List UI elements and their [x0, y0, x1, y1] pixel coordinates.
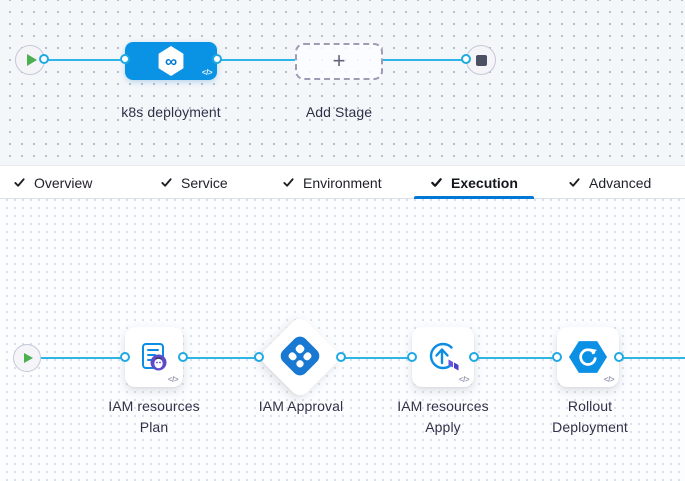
- step-label: IAM resources Plan: [108, 398, 200, 435]
- terraform-plan-icon: [142, 343, 167, 371]
- infinity-glyph: ∞: [164, 51, 178, 71]
- connector-dot: [212, 54, 222, 64]
- add-stage-button[interactable]: +: [295, 43, 383, 80]
- step-yaml-toggle-icon[interactable]: </>: [603, 375, 615, 384]
- connector-dot: [178, 352, 188, 362]
- stage-label: k8s deployment: [121, 104, 221, 120]
- tab-environment[interactable]: Environment: [282, 166, 382, 199]
- harness-cd-infinity-icon: ∞: [158, 46, 184, 76]
- connector-dot: [254, 352, 264, 362]
- stage-config-tabbar: Overview Service Environment Execution A…: [0, 165, 685, 199]
- step-yaml-toggle-icon[interactable]: </>: [458, 375, 470, 384]
- check-icon: [568, 176, 581, 189]
- check-icon: [160, 176, 173, 189]
- tab-overview[interactable]: Overview: [13, 166, 92, 199]
- connector-dot: [461, 54, 471, 64]
- play-icon: [24, 353, 33, 363]
- stage-yaml-toggle-icon[interactable]: </>: [201, 68, 213, 77]
- stage-canvas[interactable]: ∞ </> + k8s deployment Add Stage: [0, 0, 685, 165]
- step-rollout-deployment[interactable]: </>: [557, 327, 619, 387]
- step-label: Rollout Deployment: [552, 398, 628, 435]
- play-icon: [26, 54, 37, 66]
- connector-line: [383, 59, 466, 61]
- connector-line: [183, 357, 259, 359]
- check-icon: [13, 176, 26, 189]
- tab-label: Execution: [451, 174, 518, 191]
- pipeline-end-node: [466, 45, 496, 75]
- tab-advanced[interactable]: Advanced: [568, 166, 651, 199]
- step-label: IAM resources Apply: [397, 398, 489, 435]
- connector-line: [41, 357, 125, 359]
- tab-label: Service: [181, 174, 228, 191]
- connector-line: [341, 357, 412, 359]
- tab-execution[interactable]: Execution: [430, 166, 518, 199]
- plus-icon: +: [332, 47, 346, 73]
- stage-node-k8s-deployment[interactable]: ∞ </>: [125, 42, 217, 80]
- connector-line: [474, 357, 557, 359]
- step-iam-resources-plan[interactable]: </>: [125, 327, 183, 387]
- connector-dot: [120, 54, 130, 64]
- step-iam-resources-apply[interactable]: </>: [412, 327, 474, 387]
- step-label: IAM Approval: [258, 398, 344, 414]
- add-stage-label: Add Stage: [305, 104, 373, 120]
- connector-dot: [469, 352, 479, 362]
- tab-label: Overview: [34, 174, 93, 191]
- connector-line: [44, 59, 126, 61]
- execution-canvas[interactable]: </> </>: [0, 199, 685, 481]
- connector-dot: [336, 352, 346, 362]
- tab-label: Environment: [303, 174, 382, 191]
- execution-start-node: [13, 344, 41, 372]
- connector-dot: [614, 352, 624, 362]
- tab-service[interactable]: Service: [160, 166, 228, 199]
- terraform-apply-icon: [429, 342, 459, 371]
- step-yaml-toggle-icon[interactable]: </>: [167, 375, 179, 384]
- connector-line: [619, 357, 685, 359]
- tab-label: Advanced: [589, 174, 652, 191]
- stop-icon: [475, 54, 487, 66]
- connector-line: [217, 59, 295, 61]
- check-icon: [282, 176, 295, 189]
- connector-dot: [120, 352, 130, 362]
- k8s-rollout-icon: [569, 341, 607, 373]
- connector-dot: [39, 54, 49, 64]
- connector-dot: [407, 352, 417, 362]
- connector-dot: [552, 352, 562, 362]
- check-icon: [430, 176, 443, 189]
